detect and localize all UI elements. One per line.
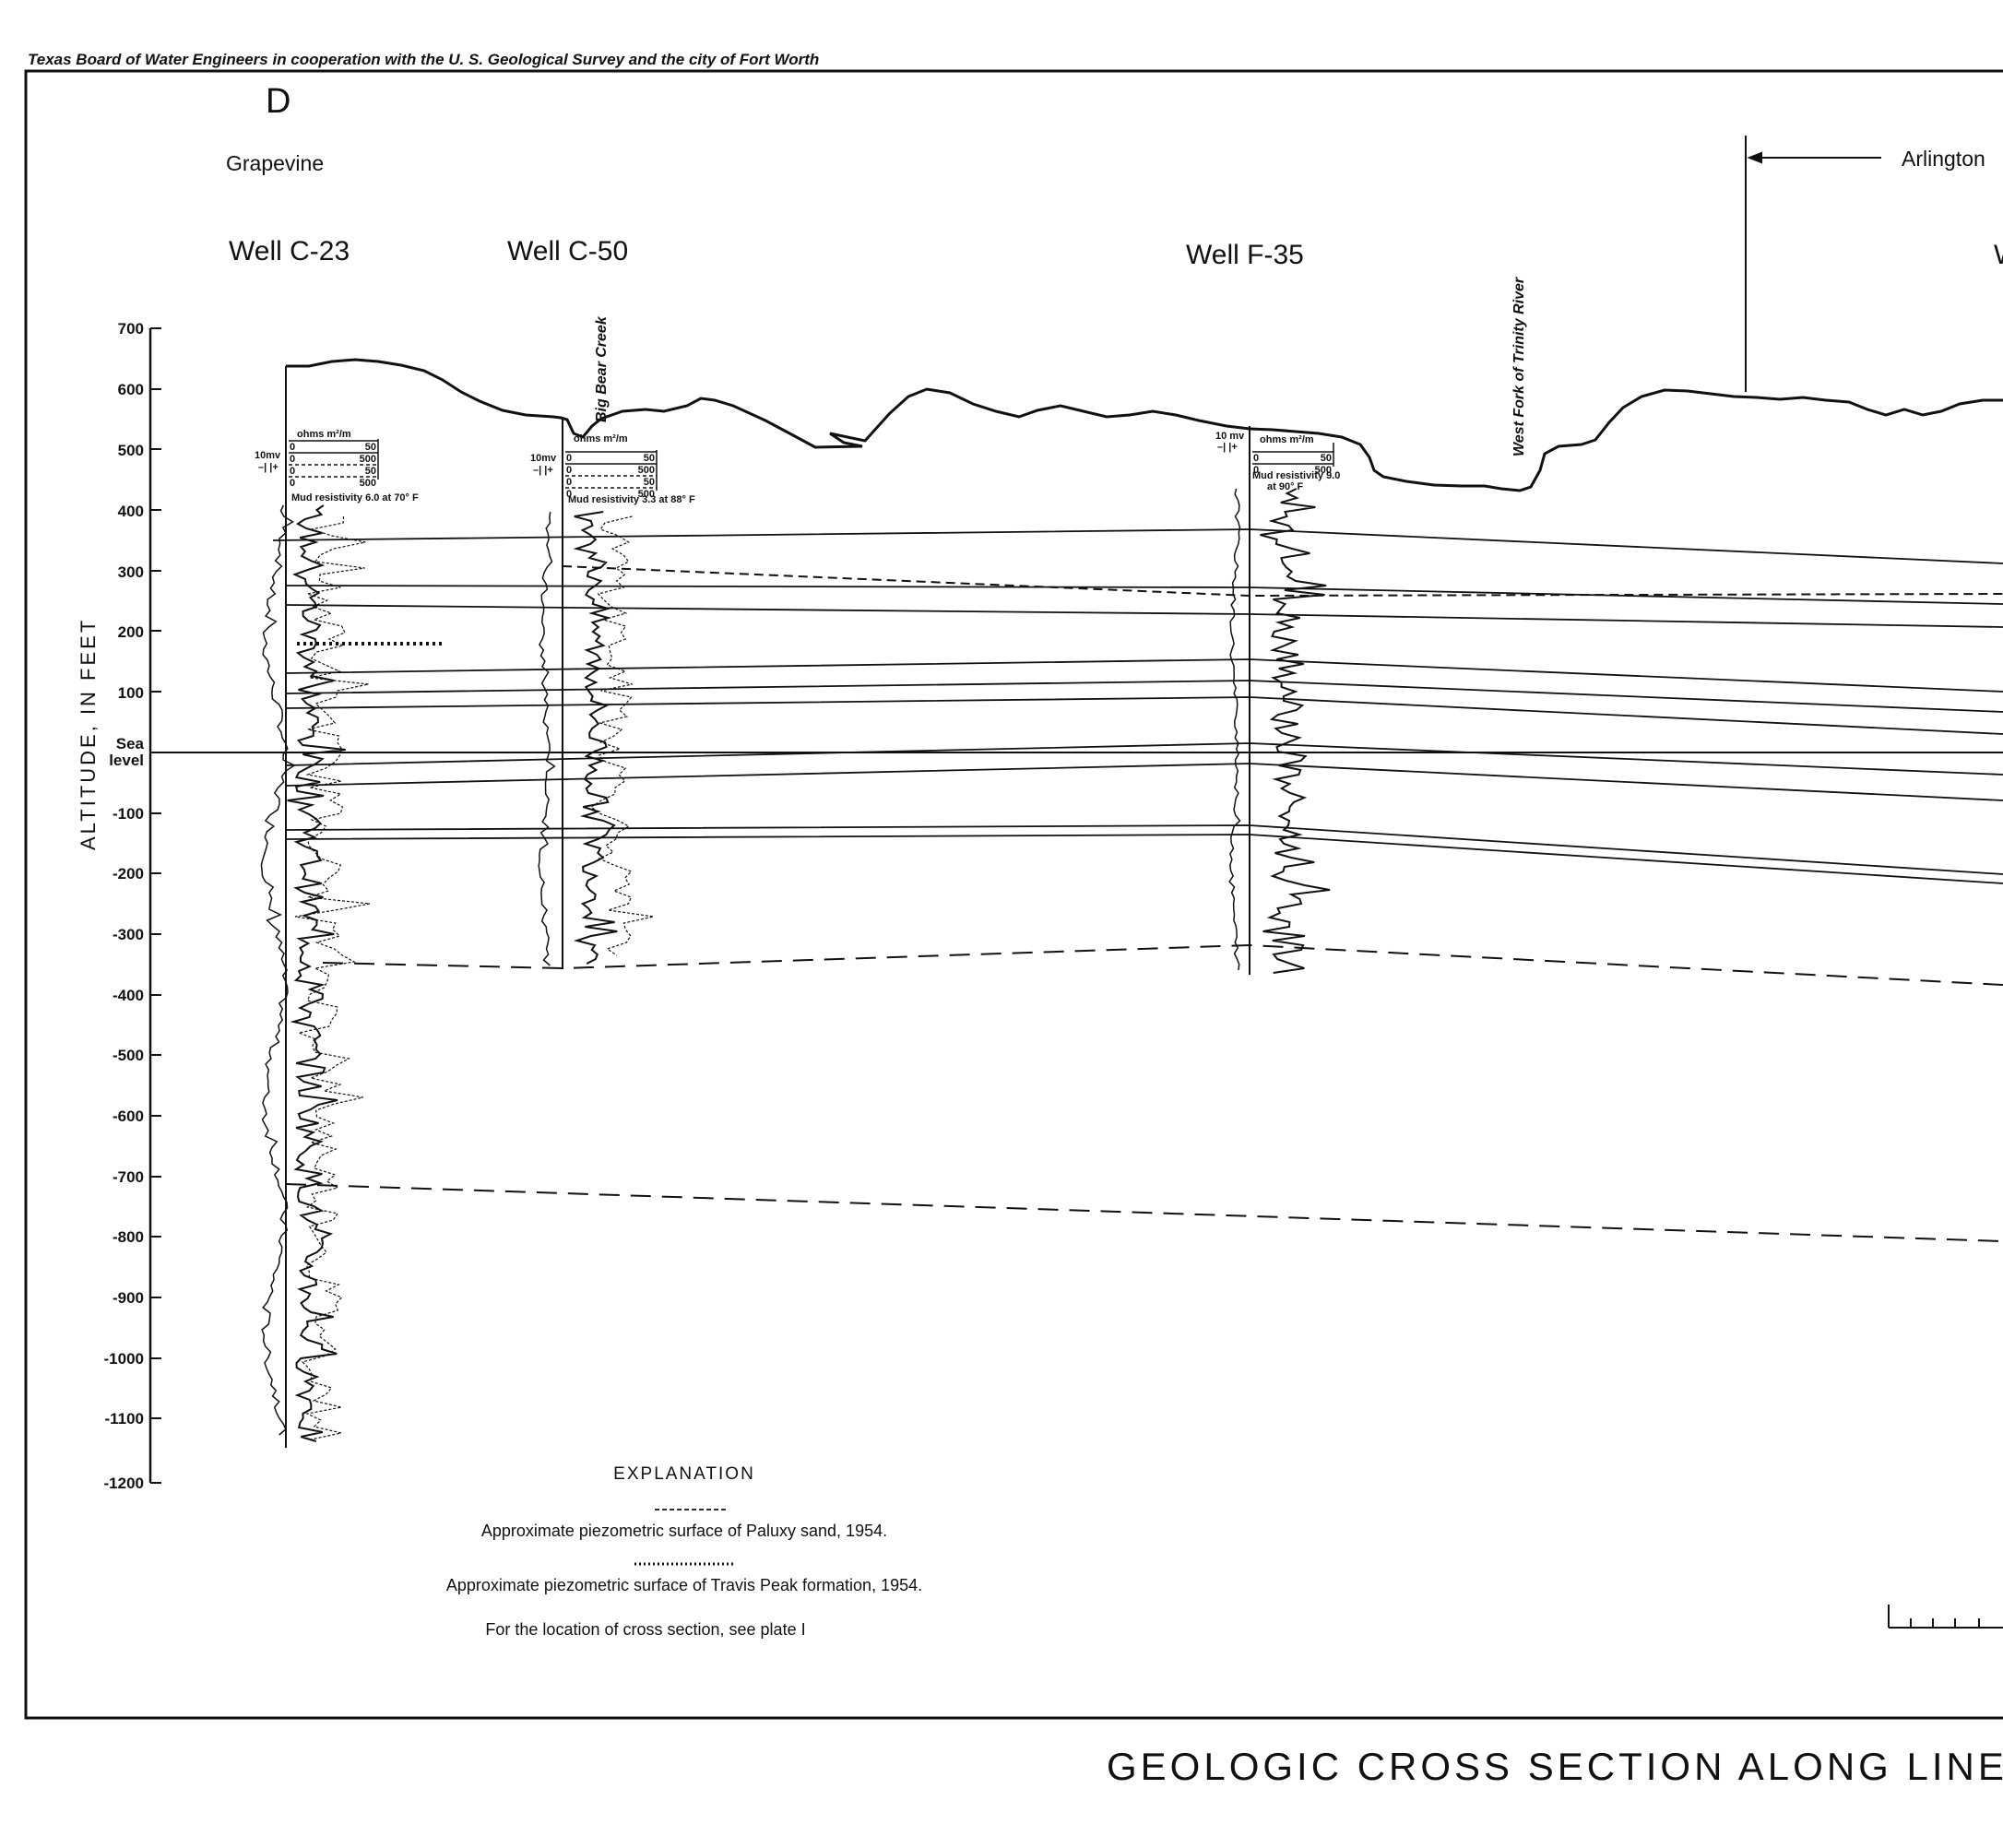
tick-500: 500 <box>118 442 144 459</box>
well-label-c23: Well C-23 <box>229 236 350 267</box>
svg-text:0: 0 <box>290 466 295 477</box>
tick-minus-300: -300 <box>113 926 144 943</box>
svg-text:0: 0 <box>566 453 572 464</box>
tick-100: 100 <box>118 684 144 702</box>
svg-text:50: 50 <box>1321 453 1332 464</box>
svg-text:0: 0 <box>1253 465 1259 476</box>
svg-text:50: 50 <box>365 442 376 453</box>
tick-minus-700: -700 <box>113 1168 144 1186</box>
c23-mv-label: 10mv <box>255 450 281 461</box>
electric-logs <box>260 488 1331 1442</box>
tick-minus-1000: -1000 <box>104 1350 144 1368</box>
explanation: EXPLANATION Approximate piezometric surf… <box>446 1464 922 1639</box>
tick-400: 400 <box>118 503 144 520</box>
svg-text:–| |+: –| |+ <box>533 465 553 476</box>
axis-label: ALTITUDE, IN FEET <box>77 618 100 850</box>
tick-minus-500: -500 <box>113 1047 144 1064</box>
svg-text:at 90° F: at 90° F <box>1267 481 1304 492</box>
f35-mv-label: 10 mv <box>1215 431 1245 442</box>
c50-ohms-label: ohms m²/m <box>574 433 628 444</box>
plate-title: GEOLOGIC CROSS SECTION ALONG LINE <box>1107 1745 2003 1788</box>
well-label-f35: Well F-35 <box>1186 240 1304 270</box>
tick-200: 200 <box>118 623 144 641</box>
svg-text:500: 500 <box>638 489 655 500</box>
tick-minus-1200: -1200 <box>104 1475 144 1492</box>
svg-text:0: 0 <box>290 454 295 465</box>
tick-minus-400: -400 <box>113 987 144 1004</box>
tick-minus-600: -600 <box>113 1108 144 1125</box>
svg-text:0: 0 <box>566 489 572 500</box>
scale-bar <box>1888 1605 2003 1629</box>
log-header-c50: ohms m²/m 0 50 0 500 0 50 0 500 10mv –| … <box>530 433 695 505</box>
tick-sea: Sea <box>116 735 145 752</box>
c50-mv-label: 10mv <box>530 453 557 464</box>
svg-text:500: 500 <box>360 454 376 465</box>
tick-minus-900: -900 <box>113 1289 144 1307</box>
header-credit: Texas Board of Water Engineers in cooper… <box>28 51 819 68</box>
svg-text:0: 0 <box>290 442 295 453</box>
svg-text:0: 0 <box>290 478 295 489</box>
altitude-axis: 700 600 500 400 300 200 100 Sea level -1… <box>77 320 161 1492</box>
f35-mud-resistivity: Mud resistivity 9.0 <box>1252 470 1340 481</box>
svg-text:–| |+: –| |+ <box>1217 442 1238 453</box>
place-grapevine: Grapevine <box>226 151 324 175</box>
tick-sea-level: level <box>109 752 144 769</box>
well-bores <box>285 366 1250 1448</box>
ground-surface <box>286 358 2003 492</box>
svg-text:–| |+: –| |+ <box>258 462 279 473</box>
well-label-partial: W <box>1994 240 2003 270</box>
tick-minus-100: -100 <box>113 805 144 823</box>
big-bear-creek-label: Big Bear Creek <box>594 315 610 422</box>
paluxy-surface-deep <box>285 1183 2003 1242</box>
svg-text:500: 500 <box>1315 465 1332 476</box>
tick-minus-800: -800 <box>113 1228 144 1246</box>
explanation-title: EXPLANATION <box>613 1464 755 1484</box>
arlington-marker <box>1745 136 1881 392</box>
plate-frame <box>24 69 2003 1720</box>
tick-600: 600 <box>118 381 144 398</box>
svg-text:50: 50 <box>644 477 655 488</box>
svg-text:50: 50 <box>644 453 655 464</box>
log-header-c23: ohms m²/m 0 50 0 500 0 50 0 500 10mv –| … <box>255 429 419 503</box>
svg-text:50: 50 <box>365 466 376 477</box>
correlation-lines <box>272 528 2003 884</box>
tick-700: 700 <box>118 320 144 338</box>
explanation-paluxy: Approximate piezometric surface of Palux… <box>481 1522 887 1540</box>
log-header-f35: ohms m²/m 0 50 0 500 10 mv –| |+ Mud res… <box>1215 431 1340 492</box>
paluxy-surface-lower <box>322 943 2003 986</box>
explanation-travis: Approximate piezometric surface of Travi… <box>446 1576 922 1594</box>
explanation-location: For the location of cross section, see p… <box>485 1620 805 1639</box>
well-label-c50: Well C-50 <box>507 236 628 267</box>
svg-text:500: 500 <box>360 478 376 489</box>
tick-minus-200: -200 <box>113 865 144 883</box>
west-fork-label: West Fork of Trinity River <box>1511 277 1527 456</box>
place-arlington: Arlington <box>1902 147 1985 171</box>
svg-text:0: 0 <box>566 465 572 476</box>
c23-ohms-label: ohms m²/m <box>297 429 351 440</box>
paluxy-surface-upper <box>562 565 2003 598</box>
svg-text:0: 0 <box>566 477 572 488</box>
svg-text:0: 0 <box>1253 453 1259 464</box>
c50-mud-resistivity: Mud resistivity 3.3 at 88° F <box>568 494 695 505</box>
section-letter: D <box>266 82 290 121</box>
svg-text:500: 500 <box>638 465 655 476</box>
tick-minus-1100: -1100 <box>104 1410 144 1427</box>
piezometric-surfaces <box>285 565 2003 1242</box>
f35-ohms-label: ohms m²/m <box>1260 434 1314 445</box>
c23-mud-resistivity: Mud resistivity 6.0 at 70° F <box>291 492 419 503</box>
tick-300: 300 <box>118 563 144 581</box>
